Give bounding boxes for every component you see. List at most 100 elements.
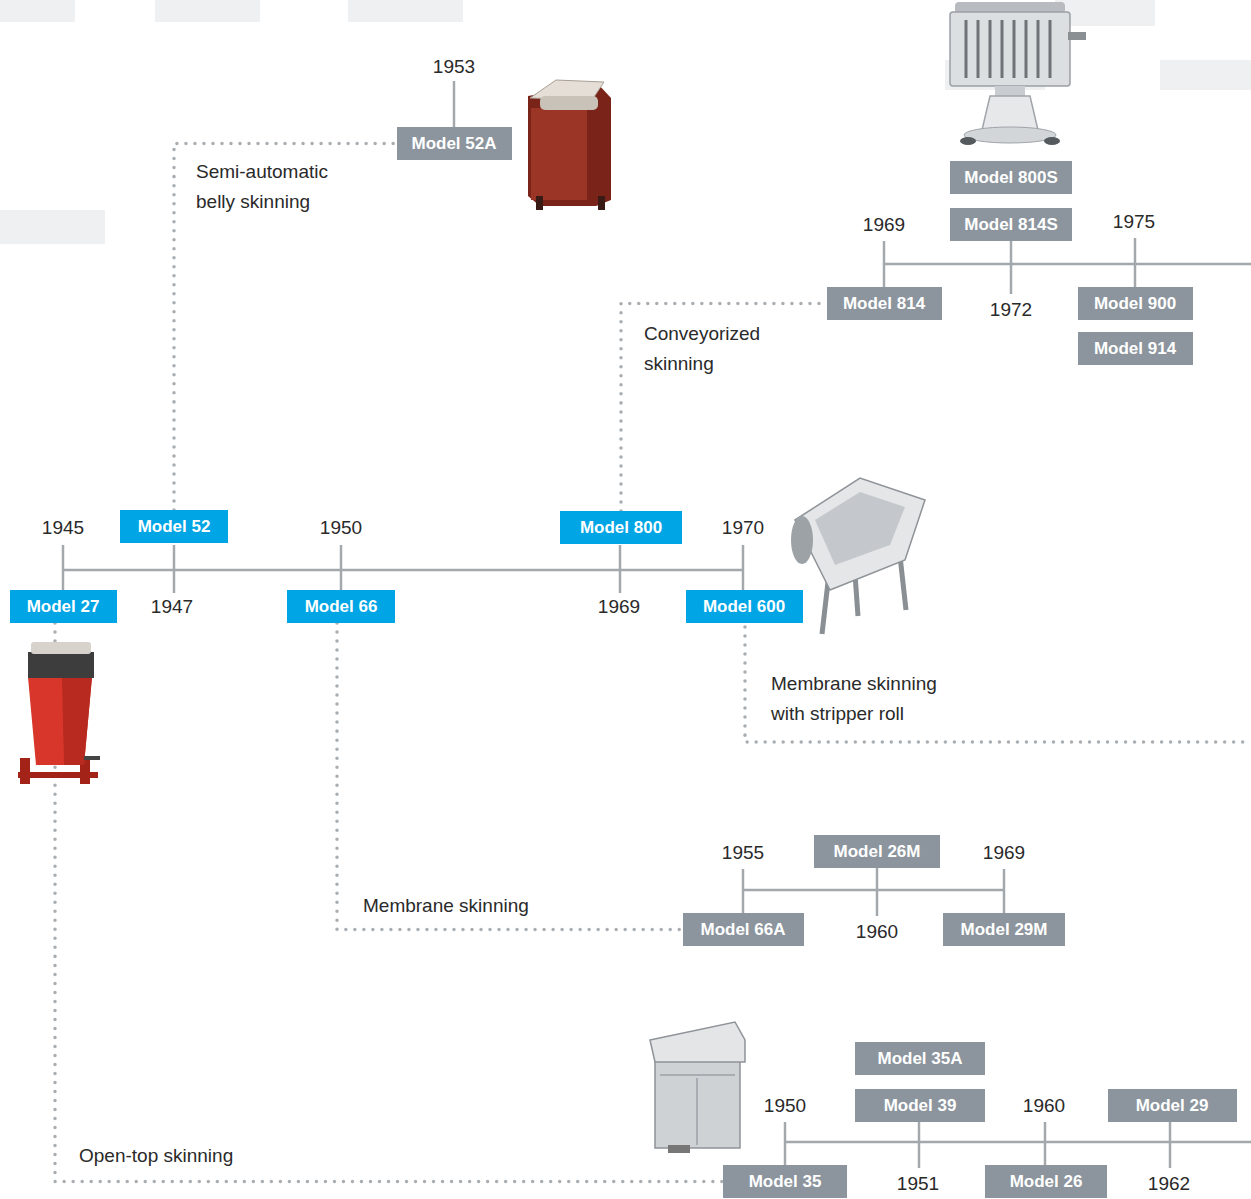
machine-trough — [815, 492, 905, 565]
machine-body — [528, 84, 611, 206]
axis-tick — [1010, 241, 1013, 294]
faded-box — [0, 210, 105, 244]
machine-leg — [598, 196, 605, 210]
year-label: 1972 — [990, 299, 1032, 321]
model-box: Model 800S — [950, 161, 1072, 194]
dotted-connector — [621, 304, 827, 512]
axis-tick — [173, 545, 176, 593]
machine-hopper — [795, 478, 925, 590]
model-box: Model 814S — [950, 208, 1072, 241]
model-name: Model 66 — [305, 597, 378, 617]
main-model-box: Model 800 — [560, 511, 682, 544]
model-box: Model 35A — [855, 1042, 985, 1075]
branch-label: Membrane skinning with stripper roll — [771, 669, 966, 729]
machine-picture — [791, 478, 925, 634]
axis-tick — [918, 1122, 921, 1168]
machine-picture — [528, 80, 611, 210]
model-name: Model 39 — [884, 1096, 957, 1116]
branch-axis — [785, 1141, 1251, 1144]
machine-roller — [540, 96, 598, 110]
model-name: Model 26M — [834, 842, 921, 862]
branch-label: Open-top skinning — [79, 1141, 309, 1171]
year-label: 1955 — [722, 842, 764, 864]
machine-pedal — [668, 1145, 690, 1153]
axis-lines — [63, 81, 1251, 1168]
model-name: Model 27 — [27, 597, 100, 617]
machine-head — [28, 652, 94, 678]
machine-body — [950, 12, 1070, 86]
model-name: Model 26 — [1010, 1172, 1083, 1192]
model-name: Model 29M — [961, 920, 1048, 940]
dotted-branch-line — [745, 627, 1251, 742]
model-name: Model 914 — [1094, 339, 1176, 359]
axis-tick — [883, 241, 886, 287]
year-label: 1975 — [1113, 211, 1155, 233]
year-label: 1950 — [764, 1095, 806, 1117]
machine-pedal — [84, 756, 100, 760]
branch-axis — [884, 263, 1251, 266]
machine-base — [964, 127, 1056, 143]
machine-panel-line — [660, 1074, 735, 1076]
year-label: 1947 — [151, 596, 193, 618]
year-label: 1953 — [433, 56, 475, 78]
year-label: 1945 — [42, 517, 84, 539]
main-model-box: Model 66 — [287, 590, 395, 623]
machine-top — [650, 1022, 745, 1062]
axis-tick — [619, 545, 622, 593]
model-name: Model 29 — [1136, 1096, 1209, 1116]
faded-box — [348, 0, 463, 22]
machine-roller — [31, 642, 91, 654]
axis-tick — [62, 545, 65, 590]
dotted-connector — [174, 144, 397, 511]
machine-body — [28, 677, 92, 765]
model-box: Model 52A — [397, 127, 512, 160]
model-name: Model 800S — [964, 168, 1058, 188]
year-label: 1969 — [598, 596, 640, 618]
branch-axis — [743, 889, 1004, 892]
model-box: Model 66A — [683, 913, 804, 946]
axis-tick — [1169, 1122, 1172, 1168]
branch-label: Conveyorized skinning — [644, 319, 794, 379]
axis-tick — [340, 545, 343, 590]
year-label: 1960 — [856, 921, 898, 943]
year-label: 1960 — [1023, 1095, 1065, 1117]
model-name: Model 35 — [749, 1172, 822, 1192]
machine-leg — [900, 556, 906, 610]
model-box: Model 29M — [943, 913, 1065, 946]
model-name: Model 900 — [1094, 294, 1176, 314]
axis-tick — [784, 1122, 787, 1166]
machine-ribs — [966, 20, 1050, 78]
year-label: 1969 — [983, 842, 1025, 864]
dotted-connector — [337, 623, 683, 930]
model-box: Model 29 — [1108, 1089, 1237, 1122]
model-name: Model 800 — [580, 518, 662, 538]
axis-tick — [876, 868, 879, 916]
model-box: Model 814 — [827, 287, 942, 320]
model-box: Model 26 — [985, 1165, 1107, 1198]
model-name: Model 52 — [138, 517, 211, 537]
machine-foot — [1044, 137, 1060, 145]
machine-foot — [960, 137, 976, 145]
year-label: 1951 — [897, 1173, 939, 1195]
machine-panel-line — [696, 1078, 698, 1145]
year-label: 1969 — [863, 214, 905, 236]
machine-cabinet — [655, 1060, 740, 1148]
model-name: Model 52A — [411, 134, 496, 154]
axis-tick — [742, 545, 745, 590]
machine-neck — [995, 86, 1025, 96]
year-label: 1970 — [722, 517, 764, 539]
axis-tick — [453, 81, 456, 127]
model-name: Model 35A — [877, 1049, 962, 1069]
faded-box — [0, 0, 75, 22]
main-model-box: Model 52 — [120, 510, 228, 543]
machine-shade — [62, 677, 92, 765]
faded-box — [1160, 60, 1251, 90]
dotted-connector — [55, 623, 723, 1182]
faded-box — [155, 0, 260, 22]
axis-tick — [742, 869, 745, 913]
model-box: Model 39 — [855, 1089, 985, 1122]
machine-front — [531, 108, 587, 200]
branch-label: Semi-automatic belly skinning — [196, 157, 356, 217]
machine-leg — [536, 196, 543, 210]
faded-background — [0, 0, 1251, 244]
